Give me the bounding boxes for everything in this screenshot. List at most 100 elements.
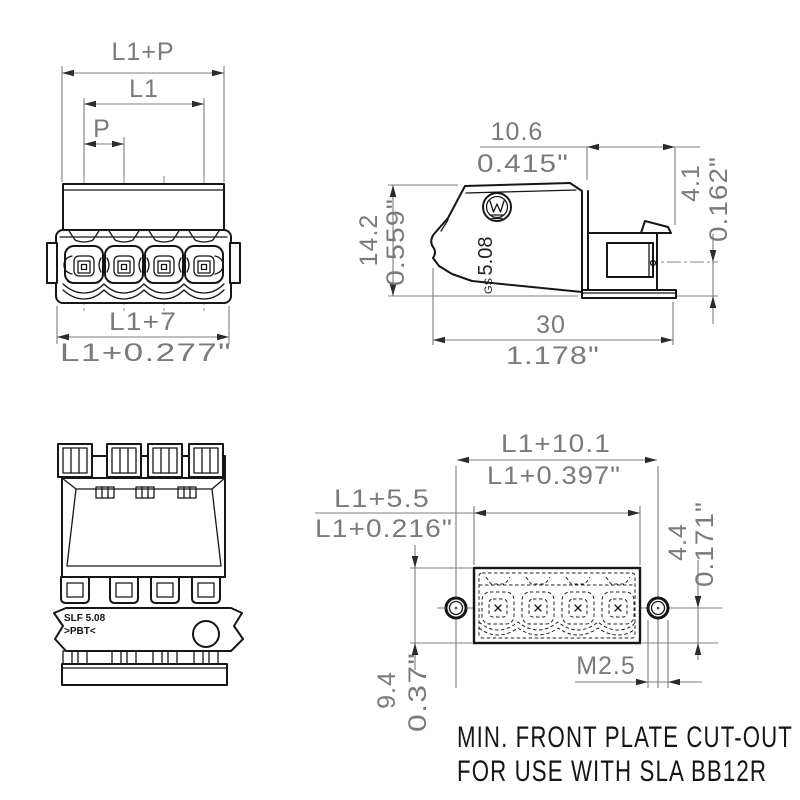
arrowhead: [709, 296, 717, 308]
dim-front-depth-mm: 10.6: [491, 118, 544, 146]
hidden-funnel: [485, 576, 511, 585]
vent-slot-divider: [141, 486, 149, 499]
dim-p-label: P: [93, 115, 111, 143]
connector-upper-body: [62, 183, 225, 231]
side-view: 10.6 0.415" 14.2 0.559" 4.1 0.162" 30 1.…: [355, 118, 733, 370]
weidmueller-logo: [482, 192, 512, 222]
arrowhead: [474, 509, 486, 517]
hidden-screw-cross: [614, 604, 622, 612]
dim-width-mm-label: L1+7: [109, 308, 177, 336]
hidden-funnel: [565, 576, 591, 585]
clamp-foot: [109, 576, 139, 604]
side-tab-right: [229, 242, 241, 284]
screw-recess: [157, 260, 171, 274]
terminal-screw-slot: [160, 447, 170, 474]
dim-l1-label: L1: [129, 75, 159, 103]
screw-center: [120, 263, 128, 271]
terminal-screw-inner: [152, 447, 178, 474]
clamp-foot-inner: [156, 582, 174, 598]
clamp-foot-inner: [115, 582, 133, 598]
screw-recess: [117, 260, 131, 274]
clamp-foot: [60, 576, 90, 604]
hidden-pole: [561, 591, 595, 625]
dim-hole-span-mm: L1+10.1: [501, 430, 611, 458]
clamp-screw: [73, 255, 95, 277]
dim-width-inch-label: L1+0.277": [60, 339, 232, 367]
dim-screw-thread: M2.5: [576, 652, 636, 680]
keying-notch: [98, 257, 110, 273]
hidden-screw: [488, 598, 508, 618]
caption: MIN. FRONT PLATE CUT-OUT FOR USE WITH SL…: [457, 721, 793, 788]
dim-pin-offset-mm: 4.1: [677, 164, 705, 202]
terminal-screw-inner: [62, 447, 88, 474]
dim-edge-mm: 4.4: [664, 523, 692, 561]
housing-top-inner-line: [465, 189, 577, 194]
dim-hole-span-inch: L1+0.397": [487, 462, 621, 490]
dim-height-mm: 14.2: [355, 214, 383, 267]
foot-pin: [126, 650, 137, 665]
molded-approval-marking: GS: [483, 278, 495, 294]
clamp-foot-inner: [66, 582, 84, 598]
screw-center: [80, 263, 88, 271]
dimension-line: [57, 72, 229, 338]
dim-height-inch: 0.37": [404, 652, 432, 732]
arrowhead: [389, 185, 397, 197]
molded-pitch-marking: 5.08: [475, 237, 497, 276]
hole-center-dot: [454, 606, 458, 610]
pole-1: [64, 245, 104, 284]
hidden-screw: [528, 598, 548, 618]
hole-center-dot: [656, 606, 660, 610]
keying-notch: [214, 255, 224, 275]
arrowhead: [628, 509, 640, 517]
arrowhead: [112, 140, 124, 148]
arrowhead: [433, 336, 445, 344]
wire-funnel: [188, 230, 220, 243]
logo-inner-circle: [485, 195, 509, 219]
foot-pin: [111, 650, 122, 665]
foot-pin: [152, 650, 163, 665]
terminal-screws: [57, 443, 224, 478]
cutout-window: [472, 566, 642, 645]
molded-series-label: SLF 5.08: [64, 613, 106, 624]
hidden-screw-cross: [574, 604, 582, 612]
vent-slot: [135, 486, 155, 499]
wave-line: [62, 289, 225, 300]
logo-outer-circle: [482, 192, 512, 222]
side-tab-left: [46, 242, 58, 284]
hidden-screw: [568, 598, 588, 618]
front-view: L1+P L1 P L1+7 L1+0.277": [46, 38, 241, 367]
foot-pin: [62, 650, 73, 665]
hole-inner-ring: [448, 600, 464, 616]
perspective-view: SLF 5.08 >PBT<: [53, 443, 244, 686]
terminal-screw-head: [188, 443, 224, 478]
vent-slot-divider: [101, 486, 109, 499]
screw-recess: [197, 260, 211, 274]
main-body: [61, 477, 226, 578]
clamp-screw: [113, 255, 135, 277]
arrowhead: [645, 456, 657, 464]
mounting-hole-right: [646, 596, 670, 620]
extension-line: [56, 66, 230, 344]
foot-pin: [208, 650, 219, 665]
base-plate: [61, 663, 228, 686]
hidden-screw-cross: [534, 604, 542, 612]
wire-funnel: [68, 230, 100, 243]
molded-material-label: >PBT<: [64, 626, 96, 637]
dim-depth-inch: 1.178": [506, 342, 600, 370]
screw-center: [160, 263, 168, 271]
arrowhead: [62, 69, 74, 77]
extension-line: [388, 147, 718, 345]
plug-pin-detail: [649, 259, 657, 267]
dim-window-inch: L1+0.216": [315, 515, 453, 543]
caption-line-2: FOR USE WITH SLA BB12R: [457, 755, 767, 788]
dim-window-mm: L1+5.5: [334, 485, 430, 513]
plug-opening: [606, 242, 654, 278]
screw-recess: [77, 260, 91, 274]
dim-depth-mm: 30: [536, 311, 566, 339]
foot-pin: [167, 650, 178, 665]
dim-edge-inch: 0.171": [691, 501, 719, 587]
caption-line-1: MIN. FRONT PLATE CUT-OUT: [457, 721, 793, 754]
arrowhead: [694, 643, 702, 655]
